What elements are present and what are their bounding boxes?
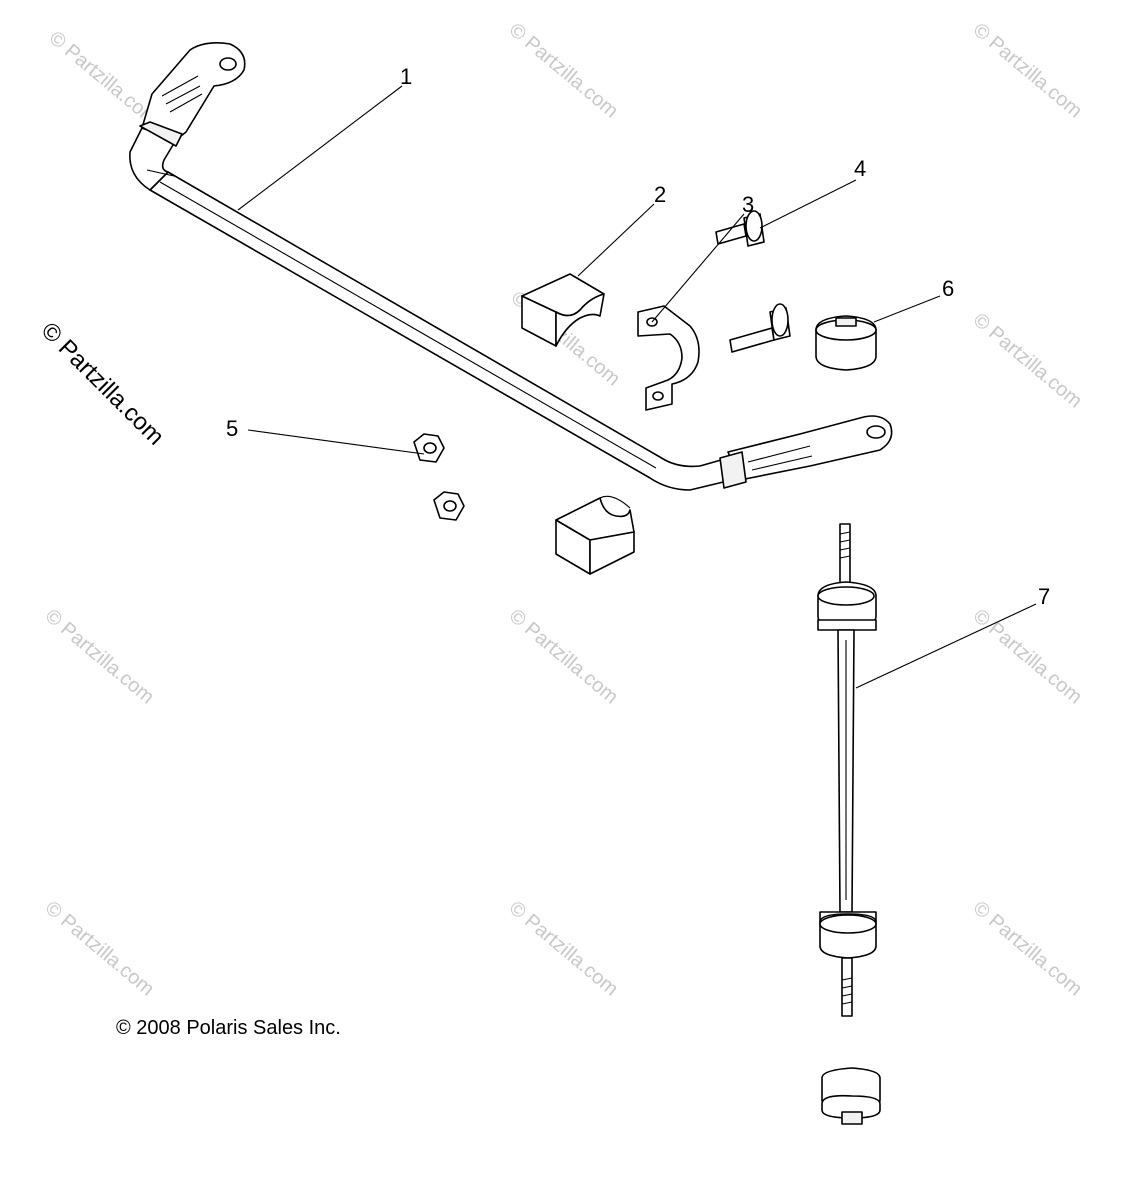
watermark-text: © Partzilla.com <box>505 19 622 122</box>
callout-5: 5 <box>226 416 238 441</box>
callout-4: 4 <box>854 156 866 181</box>
bushing-upper <box>521 273 605 347</box>
stabilizer-bar <box>129 42 893 491</box>
watermark-group: © Partzilla.com © Partzilla.com © Partzi… <box>41 19 1086 1000</box>
callout-7: 7 <box>1038 584 1050 609</box>
end-link-assembly <box>817 523 877 1017</box>
callout-6: 6 <box>942 276 954 301</box>
leader-lines <box>237 85 1037 689</box>
leader-line-3 <box>651 213 745 323</box>
nut-upper <box>413 433 445 463</box>
watermark-main: © Partzilla.com <box>36 317 169 450</box>
grommet-bottom <box>821 1067 881 1125</box>
leader-line-7 <box>855 603 1037 689</box>
leader-line-1 <box>237 85 403 211</box>
callout-1: 1 <box>400 64 412 89</box>
leader-line-2 <box>577 203 655 277</box>
bolt-upper <box>715 210 765 247</box>
watermark-text: © Partzilla.com <box>41 605 158 708</box>
leader-line-6 <box>873 295 941 323</box>
bolt-lower <box>729 303 791 353</box>
watermark-text: © Partzilla.com <box>969 897 1086 1000</box>
watermark-text: © Partzilla.com <box>45 27 162 130</box>
bushing-lower <box>555 495 635 575</box>
bracket-clamp <box>637 305 700 411</box>
watermark-text: © Partzilla.com <box>41 897 158 1000</box>
grommet-top <box>815 315 877 371</box>
callout-2: 2 <box>654 182 666 207</box>
watermark-text: © Partzilla.com <box>969 309 1086 412</box>
copyright-text: © 2008 Polaris Sales Inc. <box>116 1017 341 1039</box>
callout-numbers: 1 2 3 4 5 6 7 <box>226 64 1050 609</box>
callout-3: 3 <box>742 192 754 217</box>
watermark-text: © Partzilla.com <box>505 897 622 1000</box>
watermark-text: © Partzilla.com <box>969 605 1086 708</box>
leader-line-4 <box>759 179 857 229</box>
leader-line-5 <box>247 429 425 455</box>
nut-lower <box>433 491 465 521</box>
watermark-text: © Partzilla.com <box>969 19 1086 122</box>
watermark-text: © Partzilla.com <box>505 605 622 708</box>
